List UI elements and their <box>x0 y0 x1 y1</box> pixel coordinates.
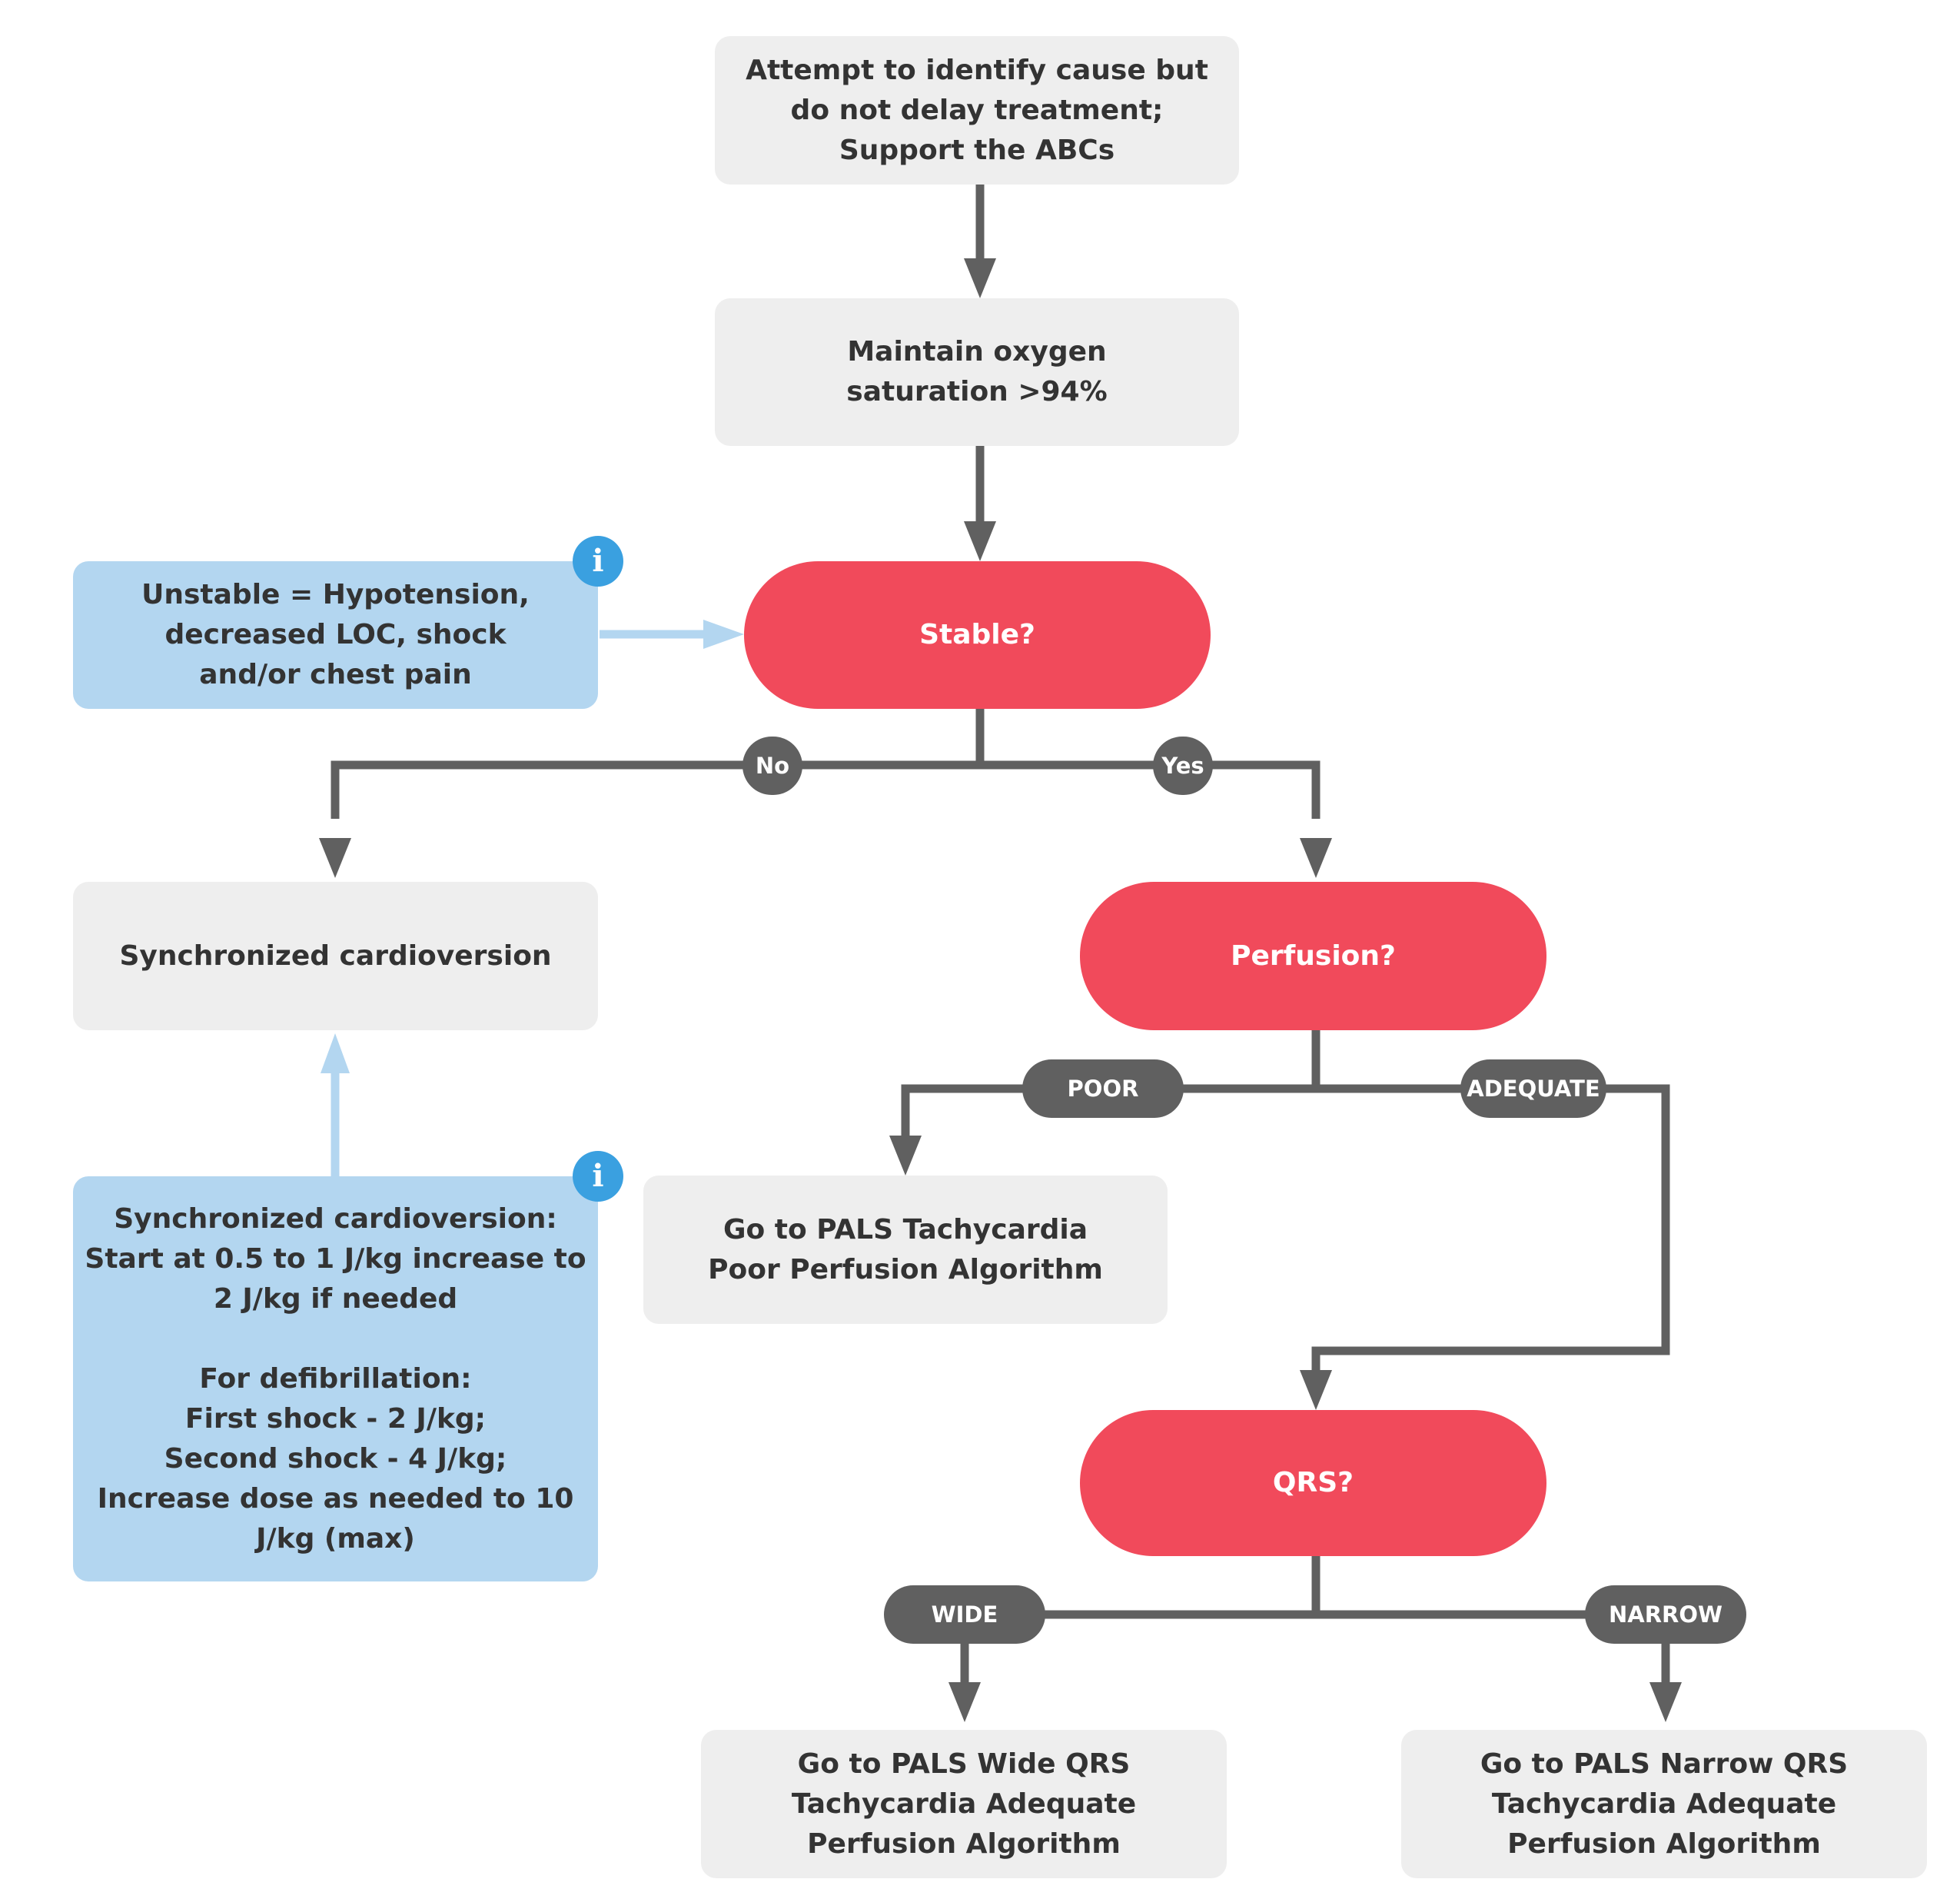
edge-label-narrow: NARROW <box>1585 1585 1746 1644</box>
connector-qrs-to-wide <box>960 1556 1321 1686</box>
edge-label-yes: Yes <box>1153 737 1213 795</box>
edge-label-adequate: ADEQUATE <box>1460 1059 1606 1118</box>
arrowhead <box>703 620 744 649</box>
synchronized-cardioversion-box: Synchronized cardioversion <box>73 882 598 1030</box>
connector-stable-to-perfusion <box>980 760 1321 819</box>
arrowhead <box>319 838 351 878</box>
arrowhead <box>889 1136 922 1176</box>
arrowhead <box>1300 1370 1332 1410</box>
identify-cause-box: Attempt to identify cause but do not del… <box>715 36 1239 185</box>
qrs-decision: QRS? <box>1080 1410 1546 1556</box>
poor-perfusion-algorithm-box: Go to PALS Tachycardia Poor Perfusion Al… <box>643 1176 1168 1324</box>
info-icon[interactable]: i <box>573 1151 623 1202</box>
wide-qrs-algorithm-box: Go to PALS Wide QRS Tachycardia Adequate… <box>701 1730 1227 1878</box>
arrowhead <box>1300 838 1332 878</box>
arrowhead <box>948 1682 981 1722</box>
connector-perfusion-to-qrs <box>1311 1084 1670 1380</box>
narrow-qrs-algorithm-box: Go to PALS Narrow QRS Tachycardia Adequa… <box>1401 1730 1927 1878</box>
cardioversion-info-box: Synchronized cardioversion: Start at 0.5… <box>73 1176 598 1581</box>
arrowhead <box>964 258 996 298</box>
arrowhead <box>321 1033 350 1073</box>
edge-label-poor: POOR <box>1022 1059 1184 1118</box>
arrowhead <box>1649 1682 1682 1722</box>
info-icon[interactable]: i <box>573 536 623 587</box>
edge-label-no: No <box>742 737 802 795</box>
arrowhead <box>964 521 996 561</box>
perfusion-decision: Perfusion? <box>1080 882 1546 1030</box>
stable-decision: Stable? <box>744 561 1211 709</box>
maintain-oxygen-box: Maintain oxygen saturation >94% <box>715 298 1239 446</box>
unstable-info-box: Unstable = Hypotension, decreased LOC, s… <box>73 561 598 709</box>
connector-stable-to-cardioversion <box>331 709 985 819</box>
edge-label-wide: WIDE <box>884 1585 1045 1644</box>
